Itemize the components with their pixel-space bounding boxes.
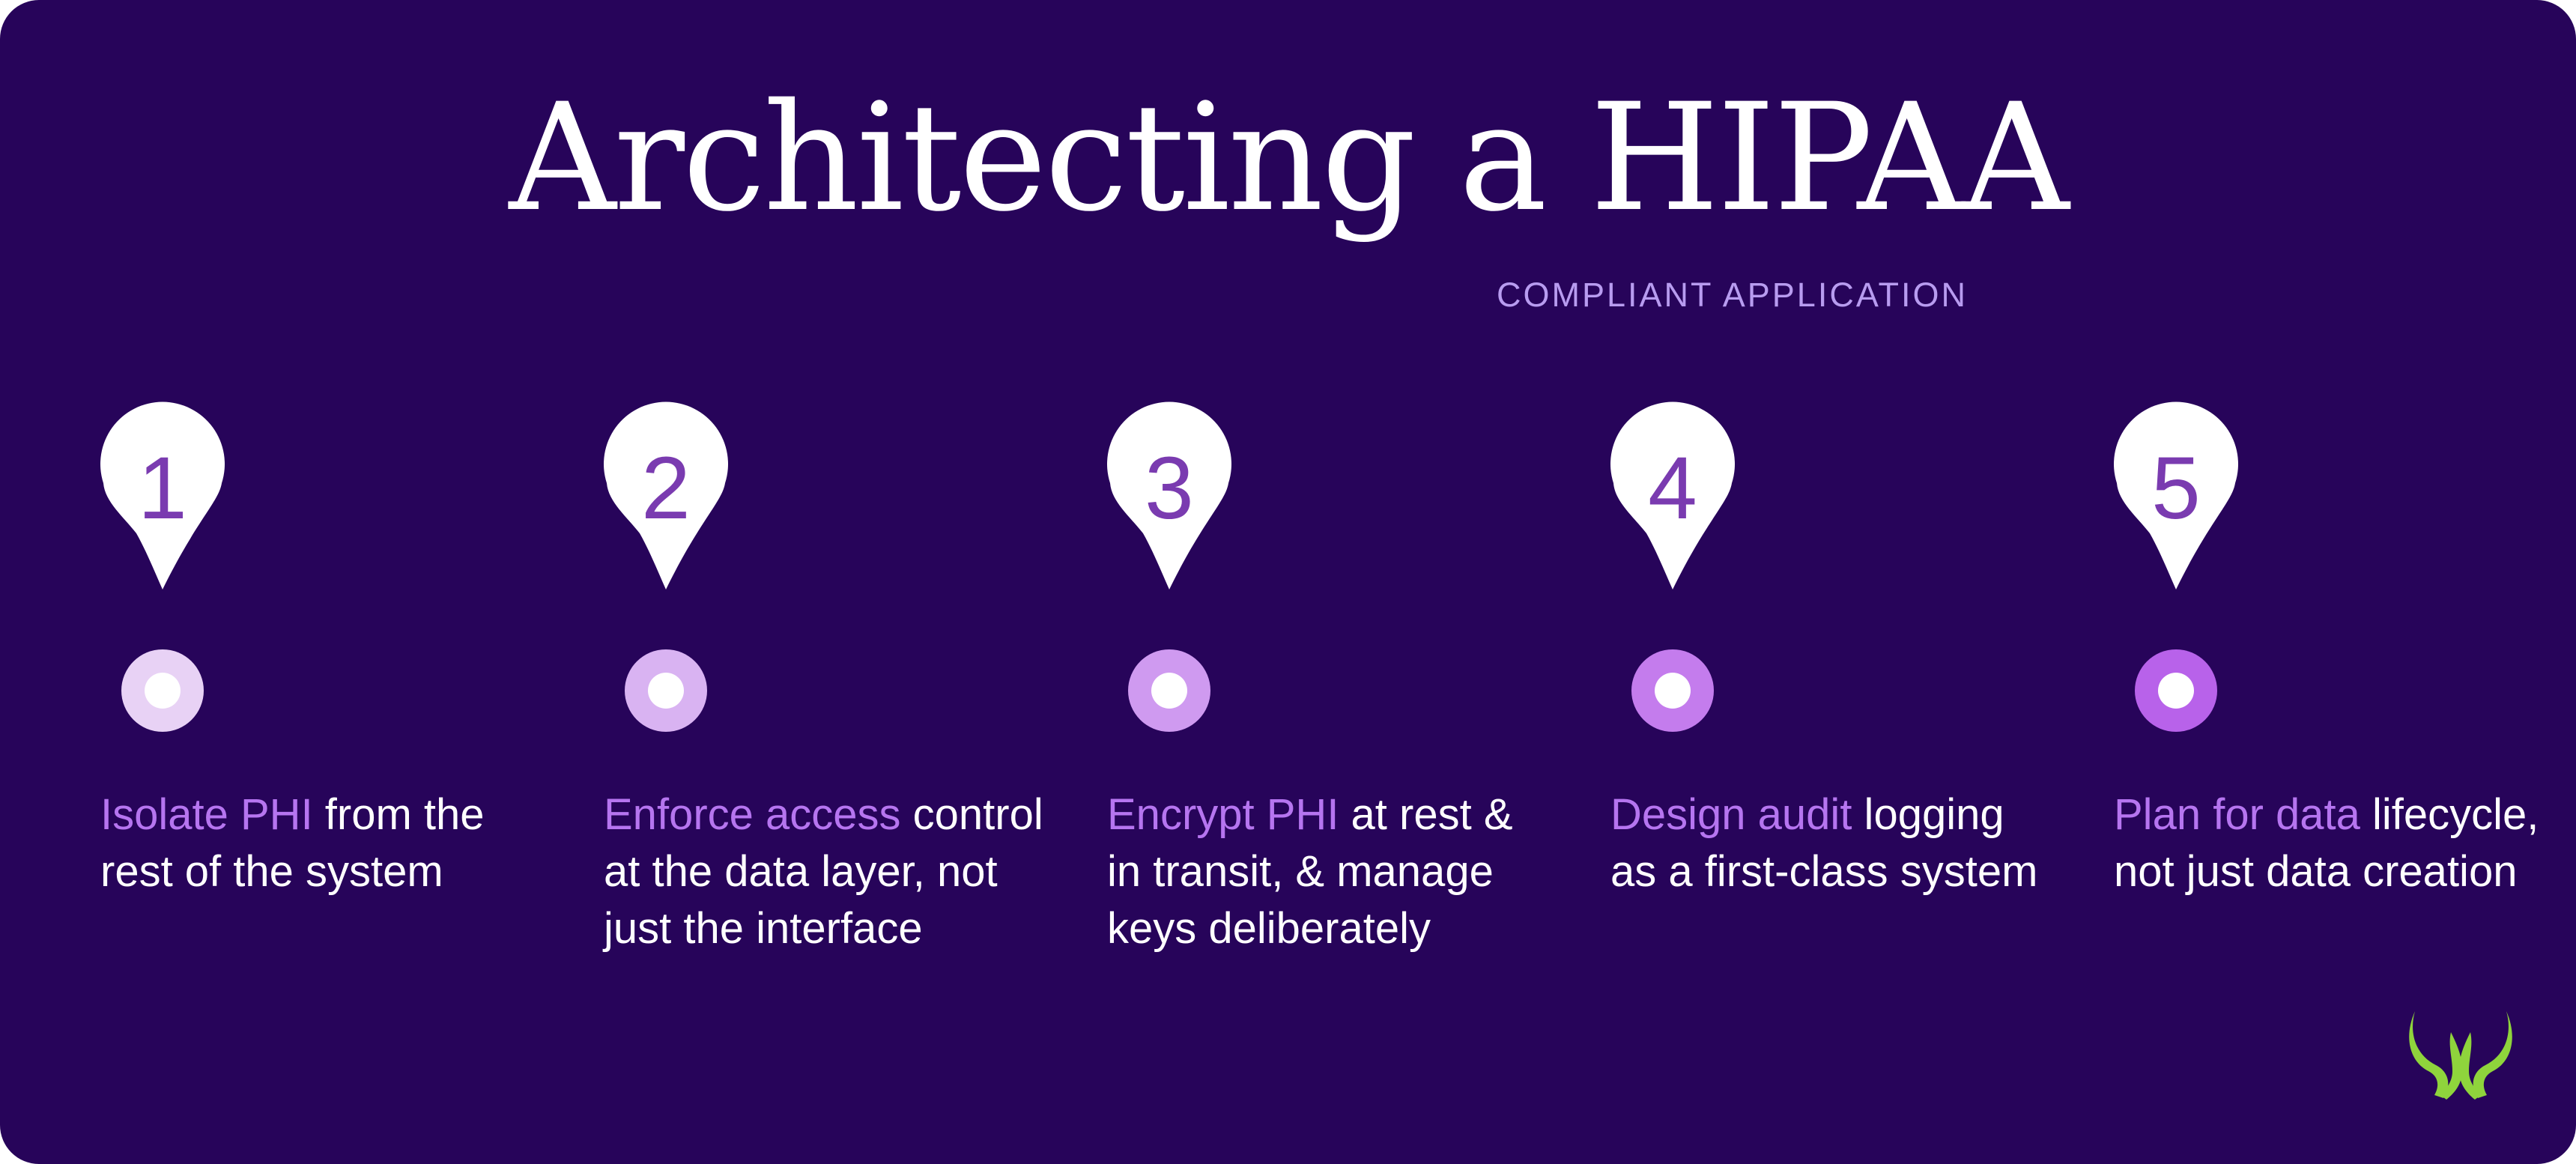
map-pin-icon [100, 401, 225, 589]
step-body: from the rest of the system [100, 790, 485, 896]
step-number: 2 [641, 439, 691, 538]
step-description-3: Encrypt PHI at rest & in transit, & mana… [1107, 786, 1557, 957]
step-body: at rest & in transit, & manage keys deli… [1107, 790, 1513, 953]
step-body: lifecycle, not just data creation [2114, 790, 2539, 896]
timeline-node-dot [2158, 673, 2194, 709]
step-highlight: Enforce access [604, 790, 901, 839]
step-description-1: Isolate PHI from the rest of the system [100, 786, 550, 900]
step-marker-2: 2 [604, 401, 728, 732]
page-subtitle: COMPLIANT APPLICATION [1497, 276, 1968, 314]
step-number: 5 [2151, 439, 2201, 538]
page-title: Architecting a HIPAA [509, 71, 2069, 244]
step-body: control at the data layer, not just the … [604, 790, 1043, 953]
step-highlight: Plan for data [2114, 790, 2360, 839]
step-marker-5: 5 [2114, 401, 2238, 732]
step-description-5: Plan for data lifecycle, not just data c… [2114, 786, 2563, 900]
step-description-4: Design audit logging as a first-class sy… [1610, 786, 2060, 900]
step-highlight: Encrypt PHI [1107, 790, 1339, 839]
map-pin-icon [2114, 401, 2238, 589]
map-pin-icon [1610, 401, 1735, 589]
step-highlight: Design audit [1610, 790, 1852, 839]
leaf-logo-icon [2409, 1011, 2512, 1100]
timeline-node-dot [648, 673, 684, 709]
step-body: logging as a first-class system [1610, 790, 2038, 896]
map-pin-icon [1107, 401, 1231, 589]
step-highlight: Isolate PHI [100, 790, 313, 839]
step-marker-4: 4 [1610, 401, 1735, 732]
timeline-node-dot [1151, 673, 1187, 709]
step-number: 1 [138, 439, 187, 538]
timeline-node-dot [145, 673, 181, 709]
step-number: 4 [1648, 439, 1697, 538]
step-number: 3 [1145, 439, 1194, 538]
timeline-node-dot [1655, 673, 1691, 709]
step-marker-3: 3 [1107, 401, 1231, 732]
step-description-2: Enforce access control at the data layer… [604, 786, 1053, 957]
step-marker-1: 1 [100, 401, 225, 732]
map-pin-icon [604, 401, 728, 589]
